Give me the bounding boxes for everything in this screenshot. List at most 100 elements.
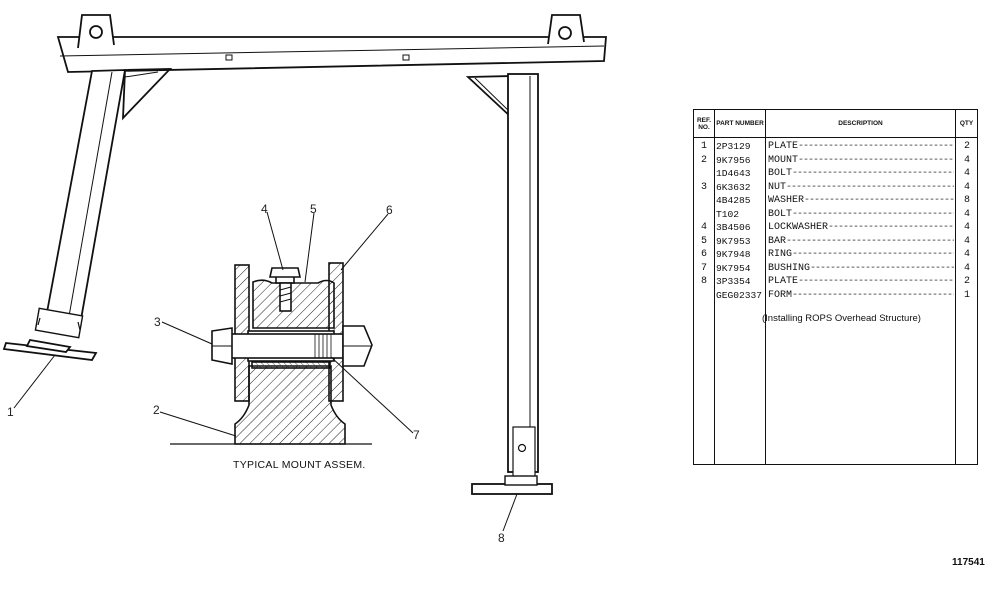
lifting-eye-left bbox=[77, 14, 115, 49]
ref-cell: 3 bbox=[700, 181, 707, 193]
description-text: PLATE bbox=[768, 141, 799, 152]
qty-cell: 2 bbox=[963, 141, 970, 152]
callout-labels: 1 2 3 4 5 6 7 8 bbox=[7, 202, 505, 545]
callout-1: 1 bbox=[7, 405, 14, 419]
description-cell: PLATE-----------------------------------… bbox=[768, 275, 954, 290]
lifting-eye-right bbox=[547, 14, 585, 45]
description-cell: BUSHING---------------------------------… bbox=[768, 262, 954, 277]
qty-cell: 2 bbox=[963, 276, 970, 287]
leader-dots: ----------------------------------------… bbox=[786, 181, 954, 193]
qty-cell: 4 bbox=[963, 222, 970, 233]
leader-dots: ----------------------------------------… bbox=[792, 249, 954, 260]
callout-3: 3 bbox=[154, 315, 161, 329]
description-text: FORM bbox=[768, 289, 793, 301]
leader-lines bbox=[13, 211, 518, 532]
drawing-id: 117541 bbox=[952, 557, 985, 568]
description-text: WASHER bbox=[768, 195, 805, 206]
description-cell: RING------------------------------------… bbox=[768, 248, 954, 263]
description-text: BOLT bbox=[768, 208, 793, 220]
ref-cell: 5 bbox=[700, 235, 707, 247]
qty-cell: 8 bbox=[963, 195, 970, 206]
callout-6: 6 bbox=[386, 203, 393, 217]
part-number-cell: 9K7954 bbox=[716, 262, 751, 274]
table-row: 4B4285 WASHER----------------------------… bbox=[694, 194, 977, 209]
description-cell: BAR-------------------------------------… bbox=[768, 235, 954, 250]
top-beam bbox=[56, 36, 607, 73]
ref-cell: 2 bbox=[700, 154, 707, 166]
description-text: LOCKWASHER bbox=[768, 222, 829, 233]
description-cell: MOUNT-----------------------------------… bbox=[768, 154, 954, 169]
table-row: 7 9K7954 BUSHING--------------------------… bbox=[694, 262, 977, 277]
description-cell: WASHER----------------------------------… bbox=[768, 194, 954, 209]
leader-dots: ----------------------------------------… bbox=[792, 289, 954, 301]
description-text: RING bbox=[768, 249, 793, 260]
callout-4: 4 bbox=[261, 202, 268, 216]
description-cell: BOLT------------------------------------… bbox=[768, 208, 954, 223]
part-number-cell: 3P3354 bbox=[716, 276, 751, 287]
ref-cell: 1 bbox=[700, 141, 707, 152]
bar-top bbox=[252, 279, 335, 329]
leader-dots: ----------------------------------------… bbox=[828, 222, 954, 233]
leader-dots: ----------------------------------------… bbox=[798, 276, 954, 287]
callout-8: 8 bbox=[498, 531, 505, 545]
table-row: 6 9K7948 RING-----------------------------… bbox=[694, 248, 977, 263]
qty-cell: 4 bbox=[963, 154, 970, 166]
leader-dots: ----------------------------------------… bbox=[798, 141, 954, 152]
callout-5: 5 bbox=[310, 202, 317, 216]
description-cell: LOCKWASHER------------------------------… bbox=[768, 221, 954, 236]
description-text: PLATE bbox=[768, 276, 799, 287]
header-ref-no: REF. NO. bbox=[696, 116, 712, 131]
leader-dots: ----------------------------------------… bbox=[792, 208, 954, 220]
qty-cell: 4 bbox=[963, 262, 970, 274]
header-part-number: PART NUMBER bbox=[716, 120, 764, 127]
description-cell: NUT-------------------------------------… bbox=[768, 181, 954, 196]
part-number-cell: 4B4285 bbox=[716, 195, 751, 206]
qty-cell: 4 bbox=[963, 181, 970, 193]
leader-dots: ----------------------------------------… bbox=[792, 168, 954, 179]
part-number-cell: 6K3632 bbox=[716, 181, 751, 193]
right-gusset bbox=[465, 75, 513, 121]
qty-cell: 4 bbox=[963, 235, 970, 247]
part-number-cell: 9K7948 bbox=[716, 249, 751, 260]
table-row: T102 BOLT--------------------------------… bbox=[694, 208, 977, 223]
leader-dots: ----------------------------------------… bbox=[804, 195, 954, 206]
qty-cell: 1 bbox=[963, 289, 970, 301]
part-number-cell: 9K7953 bbox=[716, 235, 751, 247]
header-qty: QTY bbox=[959, 120, 974, 127]
description-text: MOUNT bbox=[768, 154, 799, 166]
right-leg bbox=[507, 73, 539, 473]
description-text: NUT bbox=[768, 181, 787, 193]
leader-dots: ----------------------------------------… bbox=[798, 154, 954, 166]
assembly-caption: TYPICAL MOUNT ASSEM. bbox=[233, 459, 366, 471]
table-row: 1 2P3129 PLATE----------------------------… bbox=[694, 140, 977, 155]
table-note: (Installing ROPS Overhead Structure) bbox=[762, 313, 921, 324]
qty-cell: 4 bbox=[963, 249, 970, 260]
leader-dots: ----------------------------------------… bbox=[786, 235, 954, 247]
through-bolt bbox=[230, 333, 344, 359]
part-number-cell: 3B4506 bbox=[716, 222, 751, 233]
qty-cell: 4 bbox=[963, 168, 970, 179]
table-row: 3 6K3632 NUT------------------------------… bbox=[694, 181, 977, 196]
callout-7: 7 bbox=[413, 428, 420, 442]
description-text: BUSHING bbox=[768, 262, 811, 274]
overhead-frame bbox=[2, 14, 607, 495]
part-number-cell: 1D4643 bbox=[716, 168, 751, 179]
header-description: DESCRIPTION bbox=[838, 120, 883, 127]
leader-dots: ----------------------------------------… bbox=[810, 262, 954, 274]
table-row: 5 9K7953 BAR------------------------------… bbox=[694, 235, 977, 250]
ref-cell: 7 bbox=[700, 262, 707, 274]
description-cell: FORM------------------------------------… bbox=[768, 289, 954, 304]
description-cell: PLATE-----------------------------------… bbox=[768, 140, 954, 155]
part-number-cell: T102 bbox=[716, 208, 740, 220]
mount-body bbox=[234, 365, 346, 445]
part-number-cell: 9K7956 bbox=[716, 154, 751, 166]
part-number-cell: 2P3129 bbox=[716, 141, 751, 152]
ref-cell: 8 bbox=[700, 276, 707, 287]
ref-cell: 4 bbox=[700, 222, 707, 233]
ref-cell: 6 bbox=[700, 249, 707, 260]
callout-2: 2 bbox=[153, 403, 160, 417]
ring-left bbox=[234, 264, 250, 402]
